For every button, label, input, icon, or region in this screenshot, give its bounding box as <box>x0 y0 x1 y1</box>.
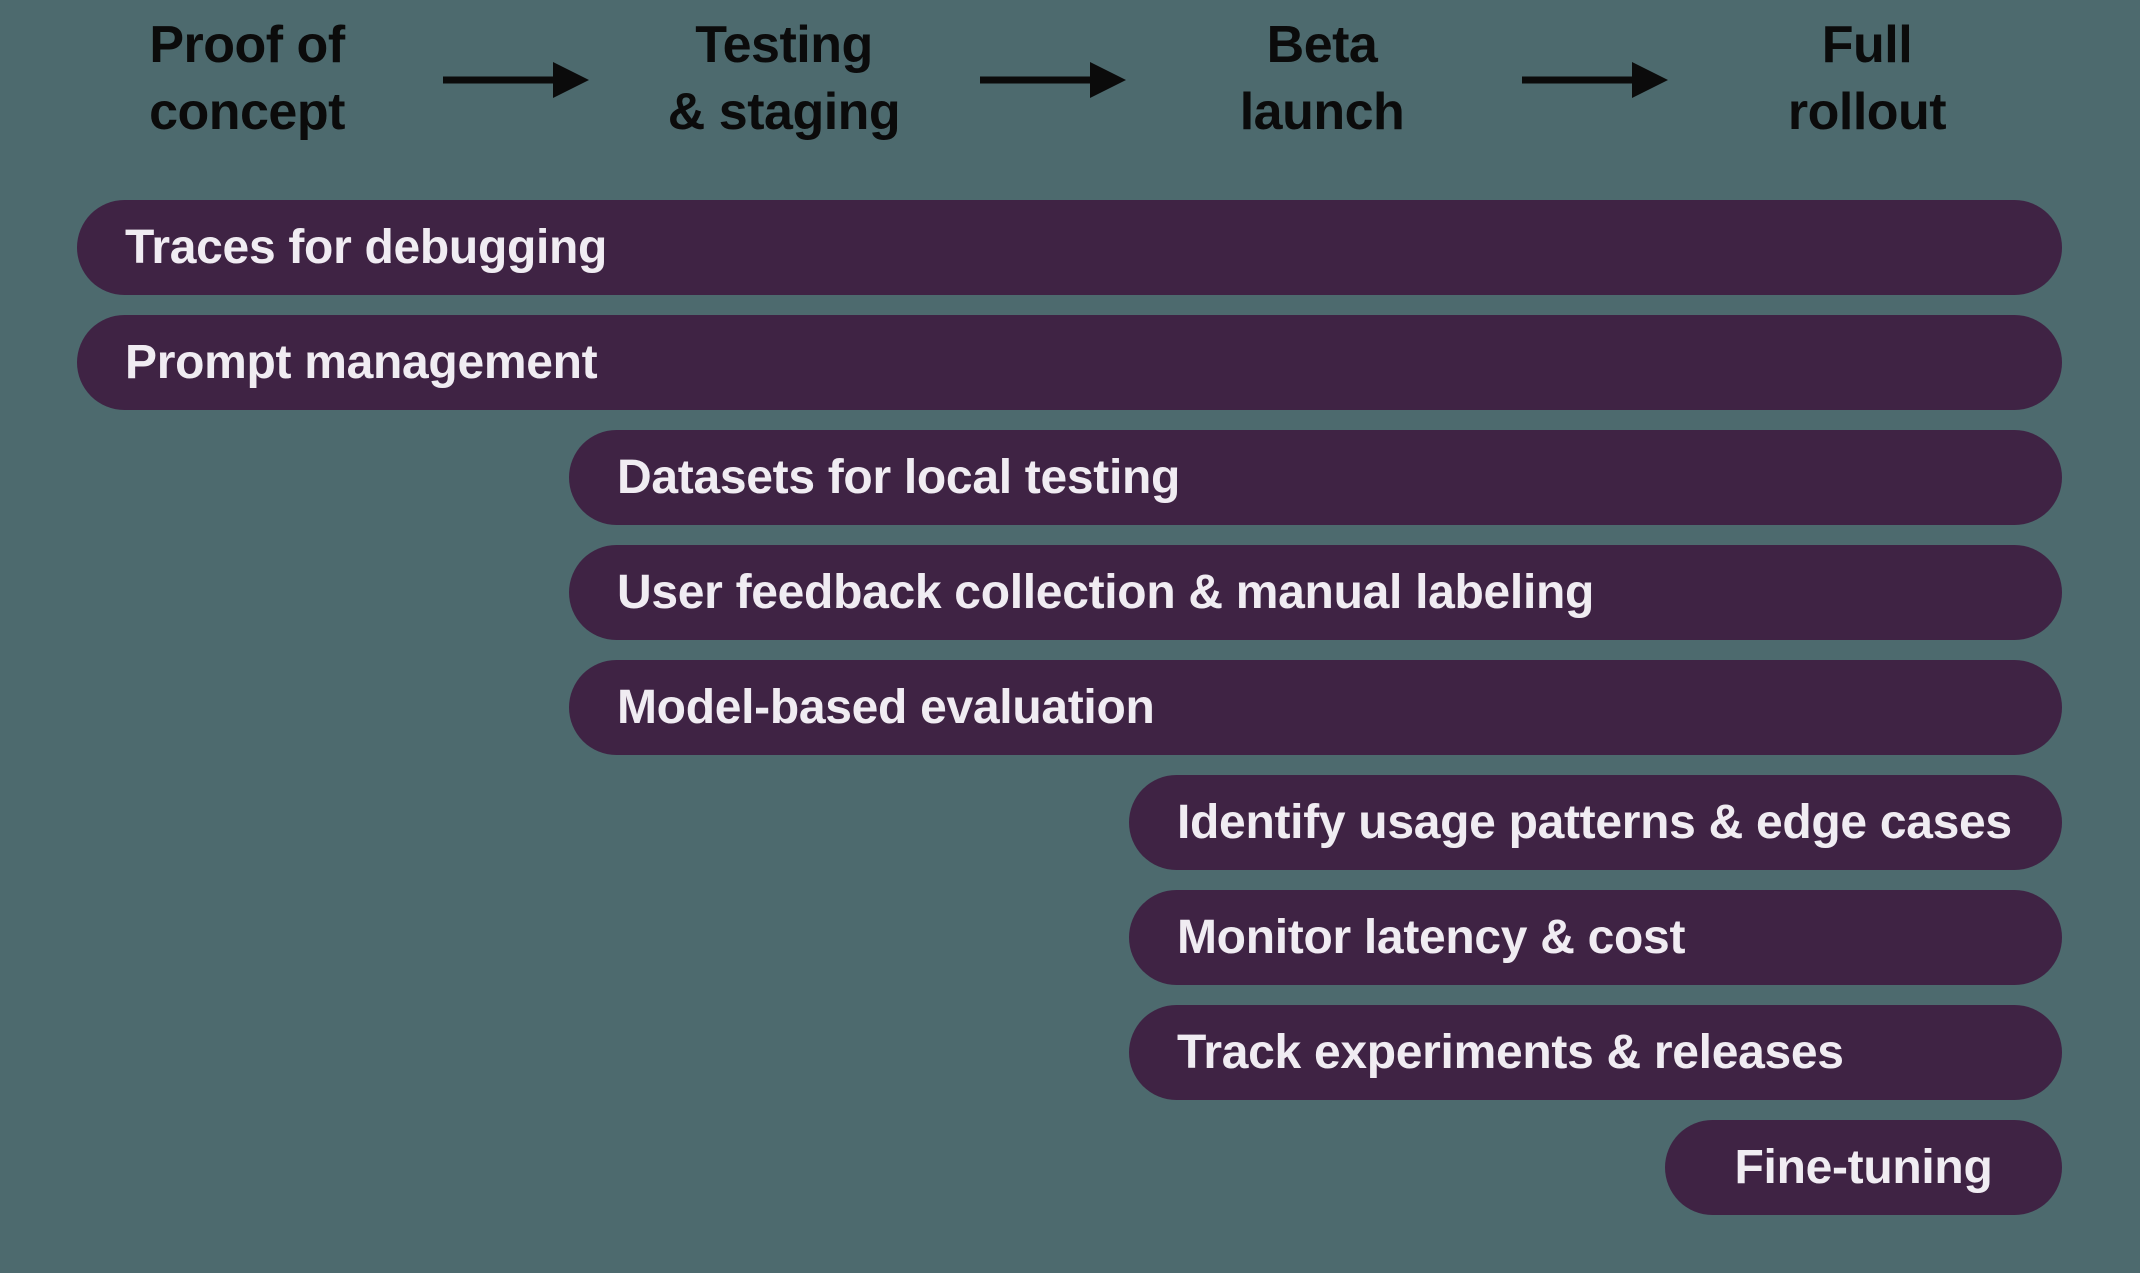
stage-header-full-rollout: Full rollout <box>1607 12 2127 146</box>
bar-label: Datasets for local testing <box>617 451 1181 504</box>
bar-label: Monitor latency & cost <box>1177 911 1686 964</box>
stage-header-beta-launch: Beta launch <box>1062 12 1582 146</box>
bar-label: Identify usage patterns & edge cases <box>1177 796 2012 849</box>
stage-header-testing-staging: Testing & staging <box>524 12 1044 146</box>
bar-track-experiments-releases: Track experiments & releases <box>1129 1005 2062 1100</box>
bar-label: Traces for debugging <box>125 221 608 274</box>
bar-label: User feedback collection & manual labeli… <box>617 566 1595 619</box>
bar-traces-for-debugging: Traces for debugging <box>77 200 2062 295</box>
arrow-right-icon <box>1520 58 1670 102</box>
stage-header-line: Proof of <box>149 16 345 74</box>
stage-header-line: & staging <box>667 83 901 141</box>
arrow-right-icon <box>978 58 1128 102</box>
stage-header-line: launch <box>1239 83 1405 141</box>
stage-header-line: Full <box>1821 16 1913 74</box>
stage-header-proof-of-concept: Proof of concept <box>0 12 507 146</box>
bar-identify-usage-patterns: Identify usage patterns & edge cases <box>1129 775 2062 870</box>
bar-monitor-latency-cost: Monitor latency & cost <box>1129 890 2062 985</box>
bar-fine-tuning: Fine-tuning <box>1665 1120 2062 1215</box>
arrow-right-icon <box>441 58 591 102</box>
bar-prompt-management: Prompt management <box>77 315 2062 410</box>
bar-label: Model-based evaluation <box>617 681 1155 734</box>
bar-label: Track experiments & releases <box>1177 1026 1844 1079</box>
stage-header-line: rollout <box>1787 83 1947 141</box>
stage-header-line: Testing <box>695 16 873 74</box>
stage-header-line: concept <box>149 83 345 141</box>
bar-label: Fine-tuning <box>1734 1141 1993 1194</box>
stage-header-line: Beta <box>1266 16 1378 74</box>
bar-datasets-for-local-testing: Datasets for local testing <box>569 430 2062 525</box>
bar-user-feedback-collection: User feedback collection & manual labeli… <box>569 545 2062 640</box>
bar-label: Prompt management <box>125 336 598 389</box>
bar-model-based-evaluation: Model-based evaluation <box>569 660 2062 755</box>
